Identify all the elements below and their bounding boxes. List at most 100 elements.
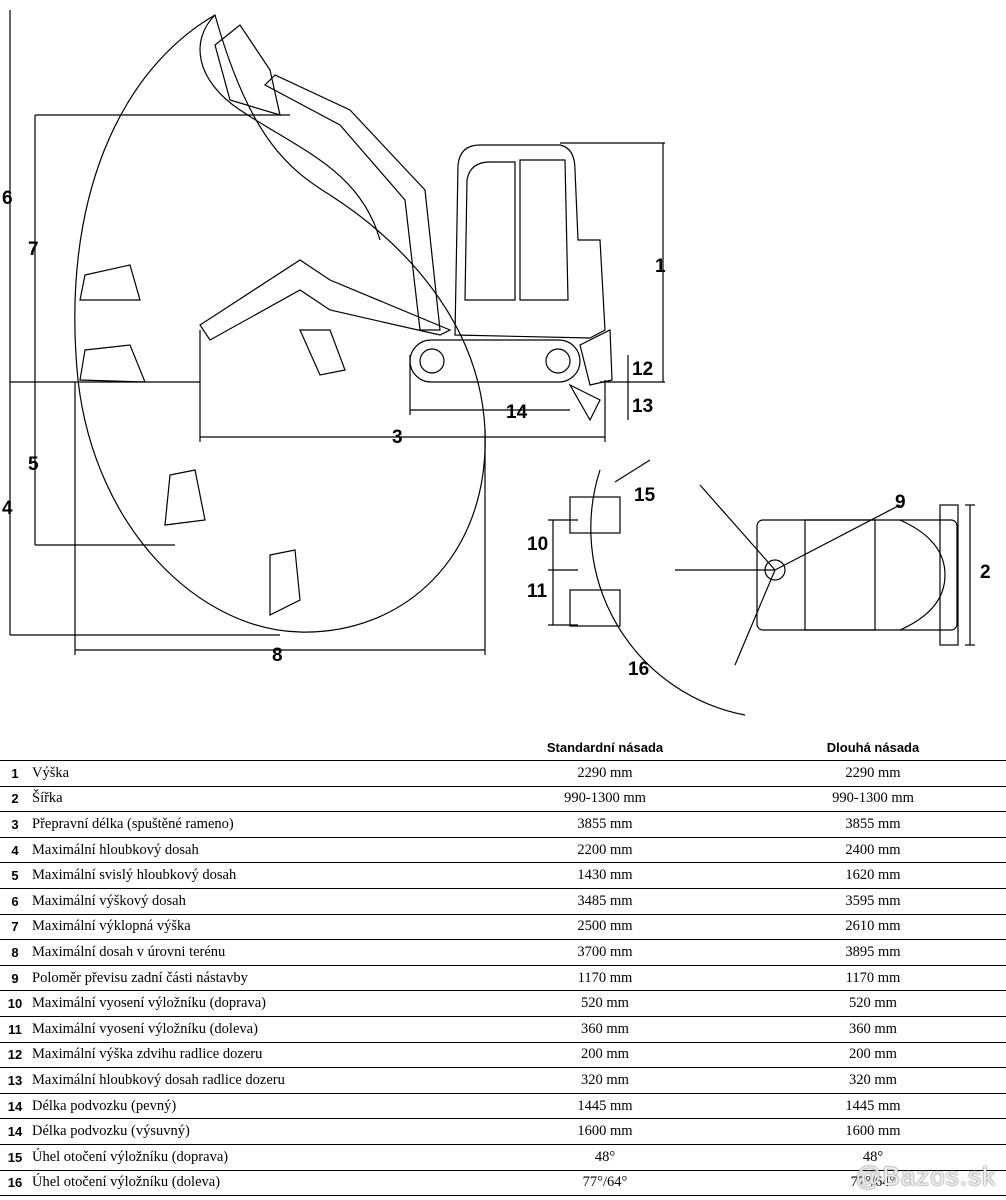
cell-std: 1430 mm bbox=[470, 862, 740, 889]
cell-long: 1170 mm bbox=[740, 965, 1006, 992]
cell-long: 320 mm bbox=[740, 1067, 1006, 1094]
cell-num: 1 bbox=[0, 760, 30, 787]
cell-num: 10 bbox=[0, 990, 30, 1017]
cell-std: 200 mm bbox=[470, 1042, 740, 1069]
cell-num: 16 bbox=[0, 1170, 30, 1197]
cell-label: Maximální hloubkový dosah bbox=[30, 837, 470, 864]
cell-label: Maximální svislý hloubkový dosah bbox=[30, 862, 470, 889]
cell-num: 6 bbox=[0, 888, 30, 915]
cell-std: 320 mm bbox=[470, 1067, 740, 1094]
cell-num: 3 bbox=[0, 811, 30, 838]
cell-std: 520 mm bbox=[470, 990, 740, 1017]
cell-label: Maximální hloubkový dosah radlice dozeru bbox=[30, 1067, 470, 1094]
cell-num: 12 bbox=[0, 1042, 30, 1069]
callout-11: 11 bbox=[527, 581, 548, 602]
cell-std: 360 mm bbox=[470, 1016, 740, 1043]
excavator-dimension-diagram: 1 2 3 4 5 6 7 8 9 10 11 12 13 14 15 16 bbox=[2, 10, 991, 716]
header-number bbox=[0, 734, 30, 761]
callout-3: 3 bbox=[392, 427, 403, 448]
cell-label: Délka podvozku (pevný) bbox=[30, 1093, 470, 1120]
cell-label: Maximální výklopná výška bbox=[30, 914, 470, 941]
cell-std: 3855 mm bbox=[470, 811, 740, 838]
cell-label: Výška bbox=[30, 760, 470, 787]
cell-label: Přepravní délka (spuštěné rameno) bbox=[30, 811, 470, 838]
callout-8: 8 bbox=[272, 645, 283, 666]
cell-std: 990-1300 mm bbox=[470, 786, 740, 813]
callout-9: 9 bbox=[895, 492, 906, 513]
cell-label: Úhel otočení výložníku (doprava) bbox=[30, 1144, 470, 1171]
cell-num: 13 bbox=[0, 1067, 30, 1094]
cell-long: 1445 mm bbox=[740, 1093, 1006, 1120]
callout-16: 16 bbox=[628, 659, 649, 680]
cell-long: 2400 mm bbox=[740, 837, 1006, 864]
callout-5: 5 bbox=[28, 454, 39, 475]
cell-label: Úhel otočení výložníku (doleva) bbox=[30, 1170, 470, 1197]
cell-num: 14 bbox=[0, 1093, 30, 1120]
cell-label: Maximální výškový dosah bbox=[30, 888, 470, 915]
cell-long: 200 mm bbox=[740, 1042, 1006, 1069]
callout-6: 6 bbox=[2, 188, 13, 209]
cell-label: Maximální dosah v úrovni terénu bbox=[30, 939, 470, 966]
cell-long: 1620 mm bbox=[740, 862, 1006, 889]
cell-long: 3855 mm bbox=[740, 811, 1006, 838]
cell-std: 1170 mm bbox=[470, 965, 740, 992]
header-long-arm: Dlouhá násada bbox=[740, 734, 1006, 761]
cell-std: 2500 mm bbox=[470, 914, 740, 941]
header-standard-arm: Standardní násada bbox=[470, 734, 740, 761]
cell-num: 4 bbox=[0, 837, 30, 864]
cell-std: 1445 mm bbox=[470, 1093, 740, 1120]
cell-label: Maximální vyosení výložníku (doprava) bbox=[30, 990, 470, 1017]
table-header-row: Standardní násada Dlouhá násada bbox=[0, 734, 1006, 761]
callout-10: 10 bbox=[527, 534, 548, 555]
cell-long: 520 mm bbox=[740, 990, 1006, 1017]
cell-num: 2 bbox=[0, 786, 30, 813]
cell-std: 1600 mm bbox=[470, 1118, 740, 1145]
cell-num: 7 bbox=[0, 914, 30, 941]
cell-long: 1600 mm bbox=[740, 1118, 1006, 1145]
cell-label: Šířka bbox=[30, 786, 470, 813]
callout-14: 14 bbox=[506, 402, 528, 423]
cell-num: 15 bbox=[0, 1144, 30, 1171]
cell-long: 2610 mm bbox=[740, 914, 1006, 941]
watermark: @Bazos.sk bbox=[855, 1161, 996, 1191]
cell-long: 77°/64° bbox=[740, 1170, 1006, 1197]
cell-num: 9 bbox=[0, 965, 30, 992]
cell-std: 3485 mm bbox=[470, 888, 740, 915]
header-parameter bbox=[30, 734, 470, 761]
cell-num: 8 bbox=[0, 939, 30, 966]
cell-long: 360 mm bbox=[740, 1016, 1006, 1043]
cell-num: 11 bbox=[0, 1016, 30, 1043]
callout-12: 12 bbox=[632, 359, 653, 380]
cell-label: Poloměr převisu zadní části nástavby bbox=[30, 965, 470, 992]
callout-4: 4 bbox=[2, 498, 13, 519]
callout-15: 15 bbox=[634, 485, 656, 506]
cell-long: 3895 mm bbox=[740, 939, 1006, 966]
cell-std: 77°/64° bbox=[470, 1170, 740, 1197]
cell-label: Maximální vyosení výložníku (doleva) bbox=[30, 1016, 470, 1043]
cell-long: 48° bbox=[740, 1144, 1006, 1171]
cell-long: 3595 mm bbox=[740, 888, 1006, 915]
cell-label: Délka podvozku (výsuvný) bbox=[30, 1118, 470, 1145]
cell-std: 2200 mm bbox=[470, 837, 740, 864]
cell-long: 990-1300 mm bbox=[740, 786, 1006, 813]
cell-long: 2290 mm bbox=[740, 760, 1006, 787]
cell-std: 48° bbox=[470, 1144, 740, 1171]
